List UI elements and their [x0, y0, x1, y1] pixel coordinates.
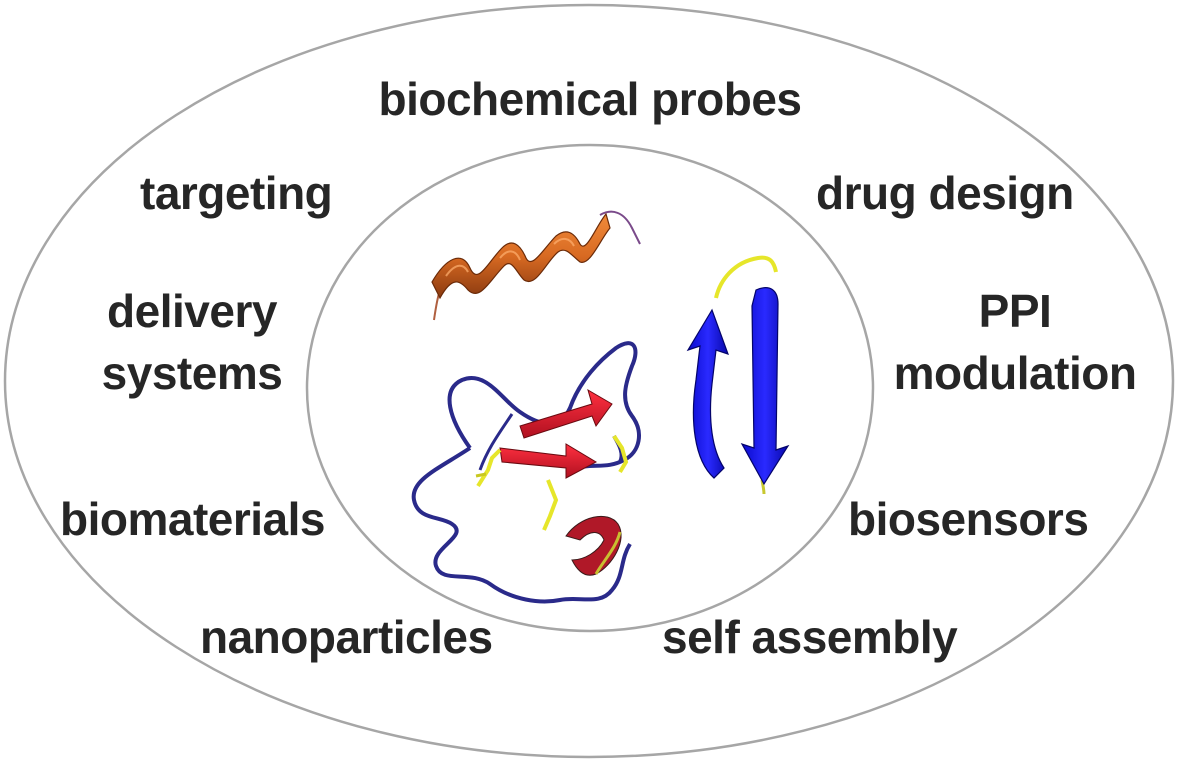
label-biosensors: biosensors: [848, 493, 1089, 545]
beta-hairpin-icon: [686, 255, 790, 495]
label-self-assembly: self assembly: [662, 611, 958, 663]
label-nanoparticles: nanoparticles: [200, 611, 493, 663]
label-biochemical-probes: biochemical probes: [378, 73, 802, 125]
label-drug-design: drug design: [816, 167, 1074, 219]
label-targeting: targeting: [140, 167, 333, 219]
label-systems: systems: [101, 347, 283, 399]
label-ppi: PPI: [978, 285, 1052, 337]
label-delivery: delivery: [107, 285, 277, 337]
peptide-fold-icon: [411, 341, 641, 604]
alpha-helix-icon: [431, 210, 641, 321]
label-modulation: modulation: [893, 347, 1137, 399]
inner-ellipse: [305, 143, 875, 633]
label-biomaterials: biomaterials: [60, 493, 326, 545]
outer-ellipse: [3, 3, 1175, 759]
